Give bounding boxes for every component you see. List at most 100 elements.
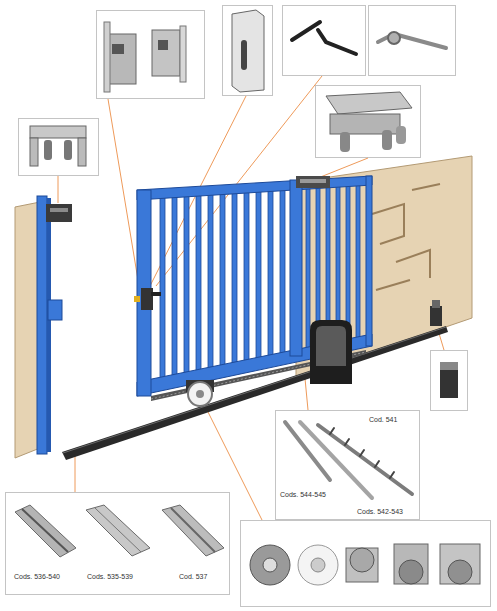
track-icon <box>15 505 76 557</box>
top-guide <box>296 176 330 188</box>
wall-crack <box>372 204 404 244</box>
bottom-guide-icon <box>30 126 86 138</box>
bottom-guide-icon <box>44 140 52 160</box>
track-icon <box>95 508 141 552</box>
lock-icon <box>180 26 186 82</box>
wheel-icon <box>346 548 378 582</box>
stopper-icon <box>440 362 458 370</box>
gate-wheel <box>186 380 214 406</box>
wheel-icon <box>440 544 480 584</box>
bottom-guide-icon <box>30 126 86 166</box>
lock-icon <box>152 30 180 76</box>
gate-bars <box>172 191 177 379</box>
keeper-icon <box>241 40 247 70</box>
keeper-icon <box>232 10 264 92</box>
wheel-icon <box>311 558 325 572</box>
part-code: Cods. 536-540 <box>13 573 61 581</box>
lock-icon <box>158 40 168 50</box>
wheel-icon <box>250 545 290 585</box>
lock-icon <box>104 22 186 92</box>
rod-tooth <box>360 450 364 456</box>
wheel-icon <box>399 560 423 584</box>
ground-track <box>63 327 446 453</box>
gate-post <box>50 208 68 212</box>
gate-bars <box>196 189 201 374</box>
rod-tooth <box>390 472 394 478</box>
part-code: Cod. 541 <box>368 416 398 424</box>
wall-crack <box>372 184 440 290</box>
top-guide-icon <box>326 92 412 152</box>
gate-bars <box>268 185 273 359</box>
callout-panel: Cod. 541Cods. 544-545Cods. 542-543 <box>275 410 420 520</box>
rod-tooth <box>345 439 349 445</box>
callout-frame <box>19 6 491 607</box>
callout-frame <box>97 11 205 99</box>
gate-bars <box>346 180 350 343</box>
handle-icon <box>388 32 400 44</box>
top-guide-icon <box>396 126 406 144</box>
wheel-icon <box>250 544 480 585</box>
gate-bars <box>256 186 261 362</box>
lock <box>141 288 153 310</box>
wheel-icon <box>298 545 338 585</box>
bottom-guide-icon <box>64 140 72 160</box>
top-guide-icon <box>340 132 350 152</box>
part-code: Cods. 535-539 <box>86 573 134 581</box>
gate-post <box>37 196 47 454</box>
wall <box>15 202 40 458</box>
rod-icon <box>300 422 372 498</box>
gate-stopper <box>430 306 442 326</box>
gate-wheel <box>188 382 212 406</box>
handle-icon <box>318 30 356 54</box>
callout-frame <box>316 86 421 158</box>
bottom-guide-icon <box>30 138 38 166</box>
wheel-icon <box>350 548 374 572</box>
leader-line <box>58 176 59 203</box>
track-icon <box>22 509 68 552</box>
gate-stopper <box>430 300 442 326</box>
rod-tooth <box>375 461 379 467</box>
gate-motor <box>310 320 352 384</box>
leader-line <box>206 408 262 520</box>
lock-icon <box>104 22 110 92</box>
gate-bars <box>306 183 310 351</box>
gate-bars <box>160 192 165 382</box>
track-icon <box>86 505 150 556</box>
rod-tooth <box>330 428 394 478</box>
callout-frame <box>19 119 99 176</box>
gate-bars <box>356 179 360 341</box>
gate-bars <box>244 187 249 364</box>
callout-frame <box>223 6 273 96</box>
part-code: Cods. 542-543 <box>356 508 404 516</box>
part-code: Cod. 537 <box>178 573 208 581</box>
top-guide-icon <box>326 92 412 114</box>
stopper-icon <box>440 368 458 398</box>
wheel-icon <box>448 560 472 584</box>
rod-tooth <box>330 428 334 434</box>
bottom-guide-icon <box>78 138 86 166</box>
callout-frame <box>241 521 491 607</box>
callout-panel: Cods. 536-540 Cods. 535-539 Cod. 537 <box>5 492 230 595</box>
gate-post <box>48 300 62 320</box>
callout-frame <box>369 6 456 76</box>
stopper-icon <box>440 362 458 398</box>
lock <box>151 292 161 296</box>
leader-line <box>75 456 76 492</box>
wall-crack <box>376 280 410 290</box>
gate-wheel <box>196 390 204 398</box>
gate-post <box>47 198 51 452</box>
handle-icon <box>292 22 446 54</box>
wheel-icon <box>263 558 277 572</box>
gate-motor <box>316 326 346 366</box>
track-icon <box>15 505 224 557</box>
wall <box>15 156 472 458</box>
leader-line <box>108 99 139 286</box>
ground-track <box>62 326 448 460</box>
gate-frame <box>290 180 302 356</box>
gate-frame <box>137 176 372 396</box>
top-guide-icon <box>382 130 392 150</box>
track-icon <box>162 505 224 556</box>
lock <box>134 288 161 310</box>
